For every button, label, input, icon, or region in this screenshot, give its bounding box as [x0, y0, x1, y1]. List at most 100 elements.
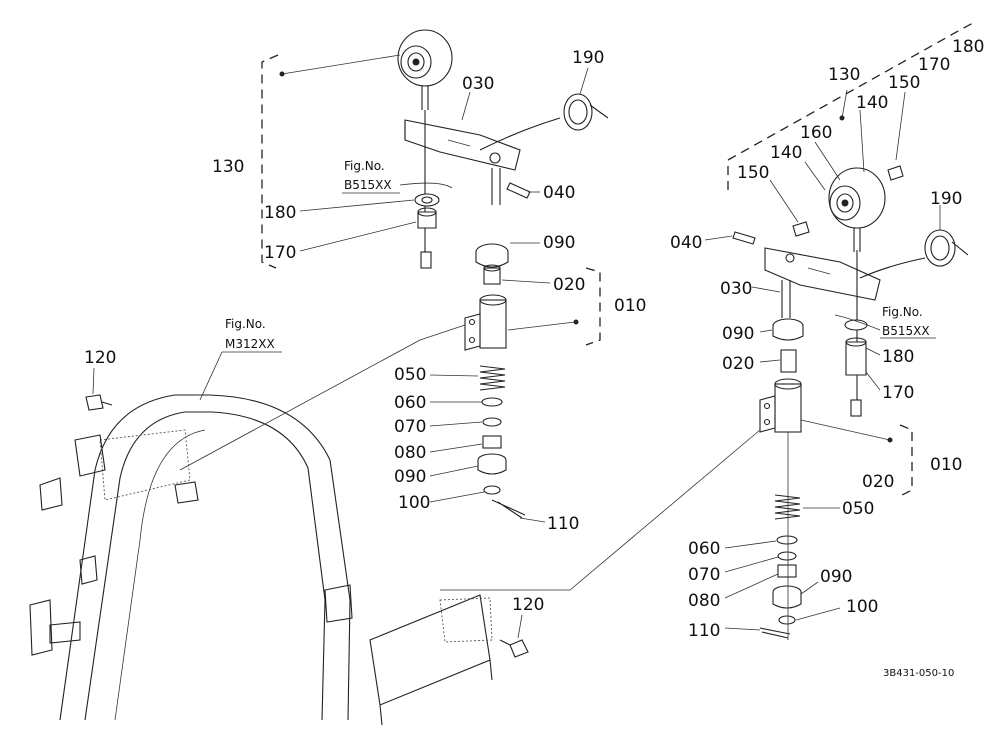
nut-180-right-icon	[844, 319, 868, 331]
callout-170-left: 170	[264, 243, 296, 263]
callouts-right: 180 170 130 150 140 160 140 150 190 040 …	[670, 37, 984, 641]
callout-030-right: 030	[720, 279, 752, 299]
bolt-120-left-icon	[85, 394, 113, 411]
nut-080-right-icon	[777, 564, 797, 578]
washer-170-right-icon	[845, 337, 867, 376]
fig-ref-right: Fig.No. B515XX	[834, 305, 936, 339]
callout-150b-right: 150	[737, 163, 769, 183]
nut-180-left-icon	[414, 193, 440, 207]
spring-050-left-icon	[479, 365, 506, 391]
work-lamp-left-icon	[397, 29, 453, 110]
collar-090-right-icon	[772, 318, 804, 341]
callout-120-frame-right: 120	[512, 595, 544, 615]
callout-050-right: 050	[842, 499, 874, 519]
callout-080-right: 080	[688, 591, 720, 611]
callouts-left: 190 030 130 040 180 170 090 020 010 050 …	[212, 48, 646, 534]
callout-070-left: 070	[394, 417, 426, 437]
washer-170-left-icon	[417, 207, 437, 229]
callout-150-right: 150	[888, 73, 920, 93]
callouts-frame: 120 120	[84, 348, 544, 639]
cotter-pin-110-right-icon	[759, 627, 791, 639]
callout-010-left: 010	[614, 296, 646, 316]
washer-060-left-icon	[481, 397, 503, 407]
fig-ref-frame-code: M312XX	[225, 337, 275, 351]
callout-130-left: 130	[212, 157, 244, 177]
washer-070-left-icon	[482, 417, 502, 427]
callout-090b-left: 090	[394, 467, 426, 487]
hinge-bracket-010-left	[464, 294, 507, 351]
callout-030-left: 030	[462, 74, 494, 94]
cable-tie-190-left-icon	[563, 93, 609, 131]
rops-frame	[29, 394, 493, 726]
collar-090b-left-icon	[477, 453, 507, 475]
callout-020-left: 020	[553, 275, 585, 295]
assembly-line-left	[179, 324, 466, 471]
callout-090-left: 090	[543, 233, 575, 253]
callout-060-right: 060	[688, 539, 720, 559]
callout-180-right: 180	[952, 37, 984, 57]
fig-ref-frame: Fig.No. M312XX	[199, 317, 282, 401]
bolt-120-right-icon	[499, 639, 529, 658]
callout-130-right: 130	[828, 65, 860, 85]
callout-190-right: 190	[930, 189, 962, 209]
washer-100-right-icon	[778, 615, 796, 625]
nut-080-left-icon	[482, 435, 502, 449]
callout-160-right: 160	[800, 123, 832, 143]
washer-100-left-icon	[483, 485, 501, 495]
screw-150-right-top-icon	[887, 165, 904, 181]
drawing-code: 3B431-050-10	[883, 668, 954, 679]
callout-100-right: 100	[846, 597, 878, 617]
leader-lines-left	[279, 54, 589, 523]
fig-ref-frame-label: Fig.No.	[225, 317, 266, 331]
callout-180-left: 180	[264, 203, 296, 223]
callout-110-left: 110	[547, 514, 579, 534]
callout-060-left: 060	[394, 393, 426, 413]
callout-140b-right: 140	[770, 143, 802, 163]
callout-090-right: 090	[722, 324, 754, 344]
plug-right-icon	[850, 399, 862, 417]
fig-ref-left-code: B515XX	[344, 178, 392, 192]
callout-140-right: 140	[856, 93, 888, 113]
callout-070-right: 070	[688, 565, 720, 585]
collar-090-left-icon	[475, 243, 509, 268]
hinge-bracket-010-right	[759, 378, 802, 433]
leader-lines-right	[704, 89, 941, 631]
callout-040-right: 040	[670, 233, 702, 253]
plug-left-icon	[420, 251, 432, 269]
group-bracket-010-right	[899, 424, 913, 497]
fig-ref-left-label: Fig.No.	[344, 159, 385, 173]
fig-ref-left: Fig.No. B515XX	[342, 159, 453, 194]
bushing-020-left-icon	[483, 264, 501, 285]
washer-060-right-icon	[776, 535, 798, 545]
lamp-bracket-030-right	[764, 247, 881, 318]
washer-070-right-icon	[777, 551, 797, 561]
pin-040-left-icon	[506, 182, 531, 199]
callout-170b-right: 170	[882, 383, 914, 403]
collar-090b-right-icon	[772, 585, 802, 609]
pin-040-right-icon	[732, 231, 756, 245]
group-bracket-010-left	[585, 267, 601, 346]
lamp-bracket-030-left	[404, 119, 521, 205]
callout-020-right: 020	[722, 354, 754, 374]
spring-050-right-icon	[774, 494, 801, 520]
callout-120-frame-left: 120	[84, 348, 116, 368]
callout-180b-right: 180	[882, 347, 914, 367]
callout-080-left: 080	[394, 443, 426, 463]
group-bracket-right-top	[727, 21, 976, 190]
bushing-020-right-icon	[780, 349, 797, 373]
callout-190-left: 190	[572, 48, 604, 68]
fig-ref-right-code: B515XX	[882, 324, 930, 338]
callout-010-right: 010	[930, 455, 962, 475]
group-bracket-130-left	[261, 54, 279, 269]
work-lamp-right-icon	[828, 167, 886, 252]
callout-050-left: 050	[394, 365, 426, 385]
cotter-pin-110-left-icon	[491, 499, 526, 519]
cable-tie-190-right-icon	[924, 229, 969, 267]
fig-ref-right-label: Fig.No.	[882, 305, 923, 319]
harness-wire-left	[479, 117, 561, 151]
callout-170-right: 170	[918, 55, 950, 75]
screw-150-right-left-icon	[792, 221, 810, 237]
assembly-line-right	[440, 419, 891, 591]
callout-020b-right: 020	[862, 472, 894, 492]
